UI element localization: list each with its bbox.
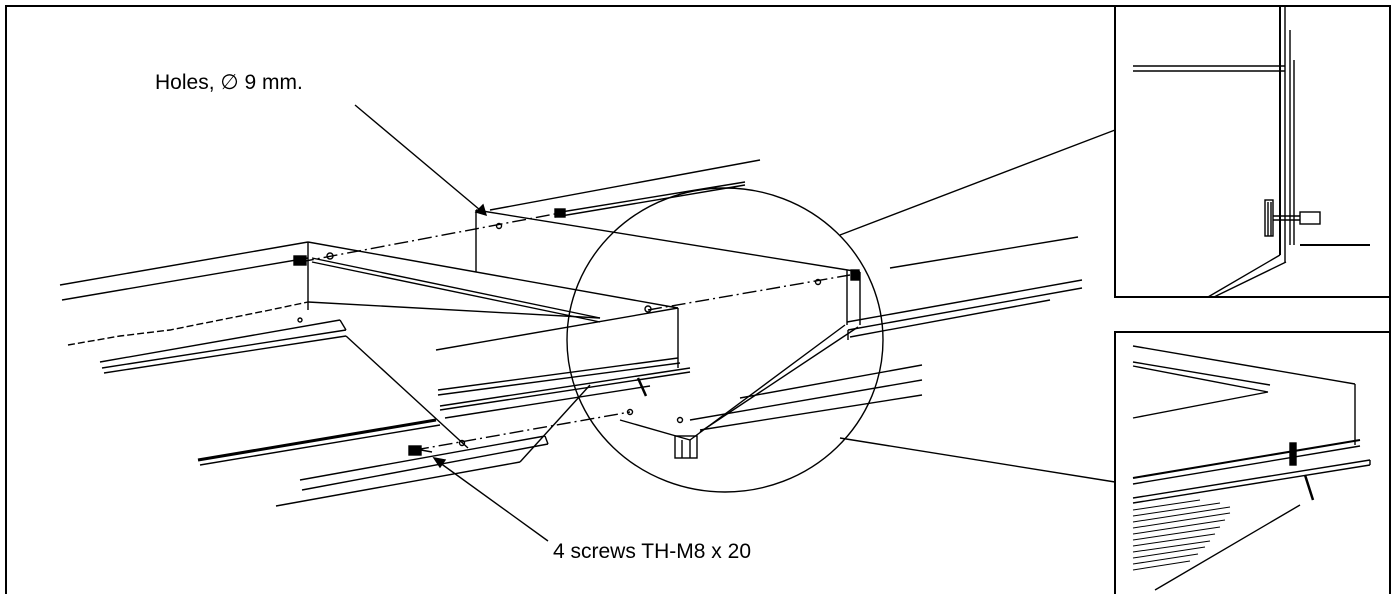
detail-top-leader (839, 129, 1116, 236)
drawing-frame (5, 5, 1391, 594)
detail-view-bottom (1114, 331, 1391, 594)
main-assembly-view (59, 159, 1083, 507)
screws-annotation: 4 screws TH-M8 x 20 (553, 540, 751, 563)
detail-circle (566, 187, 884, 493)
holes-leader-line (354, 104, 487, 216)
detail-view-top (1114, 5, 1391, 298)
screws-leader-line (435, 459, 549, 542)
holes-annotation: Holes, ∅ 9 mm. (155, 71, 303, 94)
detail-bottom-leader (839, 437, 1116, 483)
